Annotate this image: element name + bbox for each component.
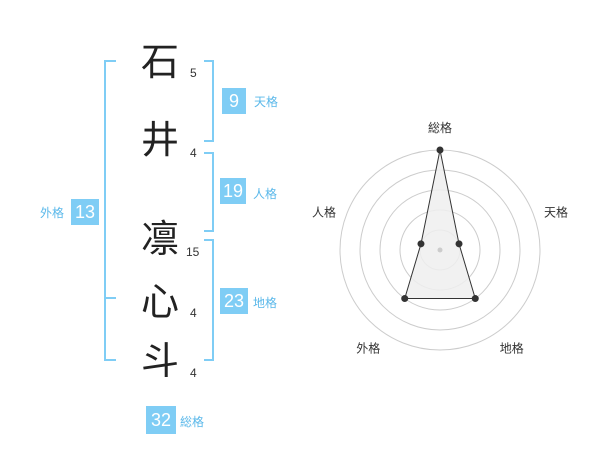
- gaikaku-bracket-mid-tick: [106, 297, 116, 299]
- stroke-count-2: 4: [190, 146, 197, 160]
- name-char-3: 凛: [140, 217, 179, 261]
- stroke-count-1: 5: [190, 66, 197, 80]
- radar-axis-label-3: 地格: [500, 341, 524, 356]
- name-char-4: 心: [140, 280, 179, 324]
- name-char-2: 井: [140, 118, 179, 162]
- chikaku-value: 23: [220, 288, 248, 314]
- radar-axis-label-4: 外格: [356, 341, 380, 356]
- gaikaku-label: 外格: [40, 206, 65, 220]
- soukaku-value: 32: [146, 406, 176, 434]
- radar-point-3: [471, 295, 479, 303]
- radar-point-5: [417, 240, 425, 248]
- stroke-count-3: 15: [186, 245, 200, 259]
- soukaku-label: 総格: [180, 415, 205, 429]
- radar-point-4: [401, 295, 409, 303]
- radar-series-polygon: [404, 149, 476, 300]
- name-char-5: 斗: [140, 339, 179, 383]
- jinkaku-bracket: [204, 152, 214, 232]
- name-char-1: 石: [140, 40, 179, 84]
- tenkaku-bracket: [204, 60, 214, 142]
- chikaku-bracket: [204, 239, 214, 361]
- stroke-count-4: 4: [190, 306, 197, 320]
- gaikaku-bracket: [104, 60, 116, 361]
- tenkaku-value: 9: [222, 88, 246, 114]
- gaikaku-value: 13: [71, 199, 99, 225]
- radar-axis-label-1: 総格: [428, 120, 452, 135]
- radar-center-dot: [437, 247, 443, 253]
- radar-axis-label-5: 人格: [312, 204, 336, 219]
- stroke-count-5: 4: [190, 366, 197, 380]
- tenkaku-label: 天格: [254, 95, 279, 109]
- radar-point-1: [436, 146, 444, 154]
- chikaku-label: 地格: [253, 296, 278, 310]
- radar-point-2: [455, 240, 463, 248]
- radar-axis-label-2: 天格: [544, 204, 568, 219]
- jinkaku-label: 人格: [253, 187, 278, 201]
- jinkaku-value: 19: [220, 178, 246, 204]
